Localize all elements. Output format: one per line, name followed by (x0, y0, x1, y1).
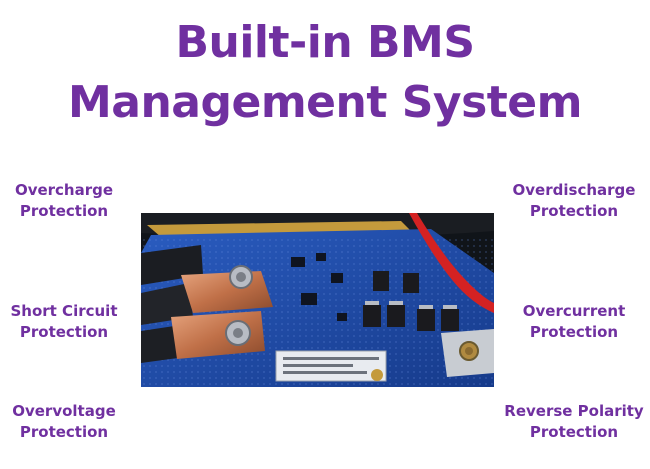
page-title-line-1: Built-in BMS (175, 17, 475, 68)
feature-overcurrent-sublabel: Protection (529, 323, 619, 341)
feature-overcharge-label: Overcharge (14, 181, 114, 199)
feature-reverse-polarity-sublabel: Protection (529, 423, 619, 441)
feature-overdischarge-protection: Overdischarge Protection (494, 180, 650, 222)
feature-overvoltage-protection: Overvoltage Protection (0, 401, 144, 443)
feature-overvoltage-sublabel: Protection (19, 423, 109, 441)
feature-reverse-polarity-label: Reverse Polarity (504, 402, 644, 420)
feature-overcurrent-label: Overcurrent (522, 302, 626, 320)
bms-board-illustration (141, 213, 494, 387)
feature-overcharge-sublabel: Protection (19, 202, 109, 220)
feature-overvoltage-label: Overvoltage (12, 402, 116, 420)
feature-short-circuit-label: Short Circuit (10, 302, 118, 320)
feature-overcharge-protection: Overcharge Protection (0, 180, 144, 222)
feature-short-circuit-sublabel: Protection (19, 323, 109, 341)
feature-overcurrent-protection: Overcurrent Protection (494, 301, 650, 343)
feature-reverse-polarity-protection: Reverse Polarity Protection (494, 401, 650, 443)
feature-overdischarge-label: Overdischarge (512, 181, 636, 199)
feature-overdischarge-sublabel: Protection (529, 202, 619, 220)
feature-short-circuit-protection: Short Circuit Protection (0, 301, 144, 343)
page-title-line-2: Management System (68, 77, 582, 128)
bms-board-photo (141, 213, 494, 387)
